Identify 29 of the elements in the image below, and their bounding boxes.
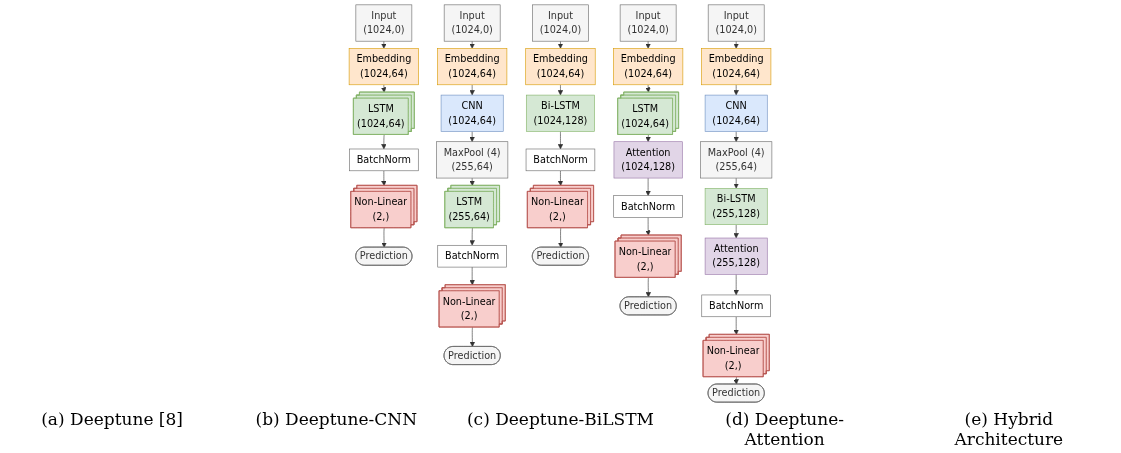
node-box: BatchNorm bbox=[525, 148, 596, 172]
node-box: Input (1024,0) bbox=[532, 4, 589, 42]
node-box: Embedding (1024,64) bbox=[437, 48, 508, 86]
node-box: Input (1024,0) bbox=[619, 4, 677, 42]
node-box: BatchNorm bbox=[701, 294, 771, 318]
subfigure-caption: (b) Deeptune-CNN bbox=[254, 409, 418, 431]
node-box: BatchNorm bbox=[437, 245, 507, 268]
node-box: MaxPool (4) (255,64) bbox=[700, 141, 773, 179]
node-box: BatchNorm bbox=[349, 148, 419, 172]
subfigure-caption: (d) Deeptune-Attention bbox=[724, 409, 845, 449]
node-box: Embedding (1024,64) bbox=[613, 48, 684, 86]
node-box: Embedding (1024,64) bbox=[348, 48, 419, 86]
arrow bbox=[645, 134, 651, 142]
node-box: Input (1024,0) bbox=[355, 4, 413, 42]
node-box: Input (1024,0) bbox=[443, 4, 501, 42]
node-box: CNN (1024,64) bbox=[704, 94, 768, 132]
node-box: Bi-LSTM (1024,128) bbox=[526, 94, 595, 132]
subfigure-caption: (c) Deeptune-BiLSTM bbox=[466, 409, 655, 431]
node-box: Attention (1024,128) bbox=[613, 141, 683, 179]
node-box: MaxPool (4) (255,64) bbox=[436, 141, 509, 179]
node-box: Bi-LSTM (255,128) bbox=[704, 188, 768, 225]
node-box: CNN (1024,64) bbox=[440, 94, 504, 132]
subfigure-caption: (a) Deeptune [8] bbox=[40, 409, 184, 431]
node-box: Embedding (1024,64) bbox=[701, 48, 772, 86]
node-box: Attention (255,128) bbox=[704, 237, 768, 275]
node-box: Input (1024,0) bbox=[707, 4, 765, 42]
node-box: BatchNorm bbox=[613, 195, 683, 218]
subfigure-caption: (e) Hybrid Architecture bbox=[953, 409, 1065, 449]
node-box: Embedding (1024,64) bbox=[525, 48, 596, 86]
